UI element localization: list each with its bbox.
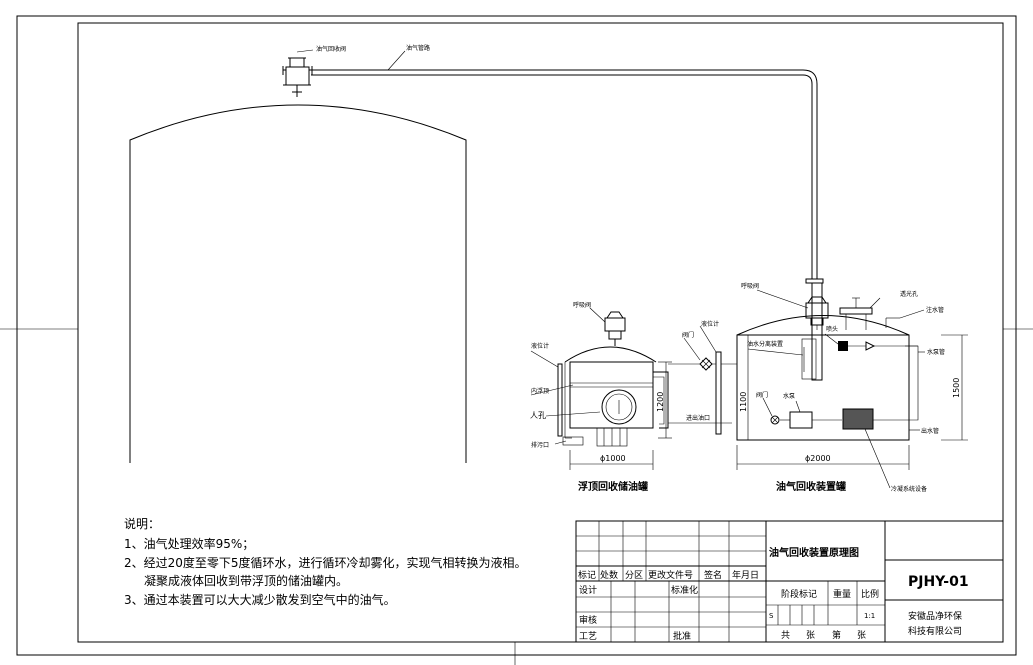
left-tank-height: 1200 [656,392,665,412]
inner-float-roof-label: 内浮顶 [531,387,549,395]
drain-outlet-label: 排污口 [531,441,549,449]
rev-header-mark: 标记 [578,569,596,581]
note-item-3: 3、通过本装置可以大大减少散发到空气中的油气。 [124,592,396,607]
notes-heading: 说明： [124,516,160,531]
left-tank-dimensions [569,361,672,470]
vapor-pipe-inner [311,74,813,282]
left-breather-label: 呼吸阀 [573,301,591,309]
rev-header-sign: 签名 [704,569,722,581]
floating-roof-tank [557,311,669,447]
scale-value: 1:1 [864,612,875,620]
scale-label: 比例 [861,588,879,600]
right-tank-diameter: ϕ2000 [805,454,831,463]
oil-inlet-label: 进出油口 [686,414,710,422]
condenser-label: 冷凝系统设备 [891,485,927,493]
design-label: 设计 [579,584,597,596]
note-item-2-cont: 凝聚成液体回收到带浮顶的储油罐内。 [144,573,348,588]
inner-frame [77,22,1004,643]
left-tank-diameter: ϕ1000 [600,454,626,463]
right-valve-label: 阀门 [756,391,768,399]
sheet-num-label: 第 [832,629,841,641]
left-tank-caption: 浮顶回收储油罐 [578,480,648,493]
right-breather-label: 呼吸阀 [741,282,759,290]
sheet-total-label: 共 [781,630,790,641]
oil-water-separator-label: 油水分离装置 [747,340,783,348]
rev-header-zone: 分区 [625,570,643,581]
outer-frame [16,15,1017,656]
middle-piping [668,351,738,440]
right-tank-inner-height: 1100 [739,392,748,412]
review-label: 审核 [579,614,597,626]
recovery-device-tank [736,283,919,489]
drawing-title: 油气回收装置原理图 [769,546,859,559]
process-label: 工艺 [579,631,597,642]
mid-valve-label: 阀门 [682,331,694,339]
right-tank-caption: 油气回收装置罐 [776,480,846,493]
title-block [575,520,1004,643]
note-item-2: 2、经过20度至零下5度循环水，进行循环冷却雾化，实现气相转换为液相。 [124,555,527,570]
water-outlet-label: 出水管 [921,427,939,435]
stage-mark-label: 阶段标记 [781,588,817,600]
mid-level-gauge-label: 液位计 [701,320,719,328]
standardization-label: 标准化 [671,584,698,596]
large-storage-tank [129,104,467,463]
water-pump-pipe-label: 水泵管 [927,348,945,356]
stage-value: S [769,612,774,620]
vapor-pipe-label: 油气管路 [406,44,430,52]
left-level-gauge-label: 液位计 [531,342,549,350]
nozzle-label: 喷头 [826,325,838,333]
approve-label: 批准 [673,630,691,642]
recovery-valve-label: 油气回收阀 [316,45,346,53]
vent-hole-label: 透光孔 [900,290,918,298]
company-name-line2: 科技有限公司 [908,625,962,637]
right-tank-height: 1500 [952,378,961,398]
sheet-unit-label-1: 张 [806,630,815,641]
note-item-1: 1、油气处理效率95%； [124,536,254,551]
sheet-unit-label-2: 张 [857,630,866,641]
weight-label: 重量 [833,588,851,600]
rev-header-count: 处数 [600,569,618,581]
water-inlet-label: 注水管 [926,306,944,314]
rev-header-date: 年月日 [732,569,759,581]
recovery-valve [282,49,314,97]
company-name-line1: 安徽品净环保 [908,610,962,622]
rev-header-doc: 更改文件号 [648,569,693,581]
water-pump-label: 水泵 [783,392,795,400]
manhole-label: 人孔 [530,411,546,420]
right-tank-dimensions [736,334,968,470]
drawing-number: PJHY-01 [908,574,969,590]
pipe-flange [805,278,824,284]
vapor-pipe-outer [311,69,818,282]
